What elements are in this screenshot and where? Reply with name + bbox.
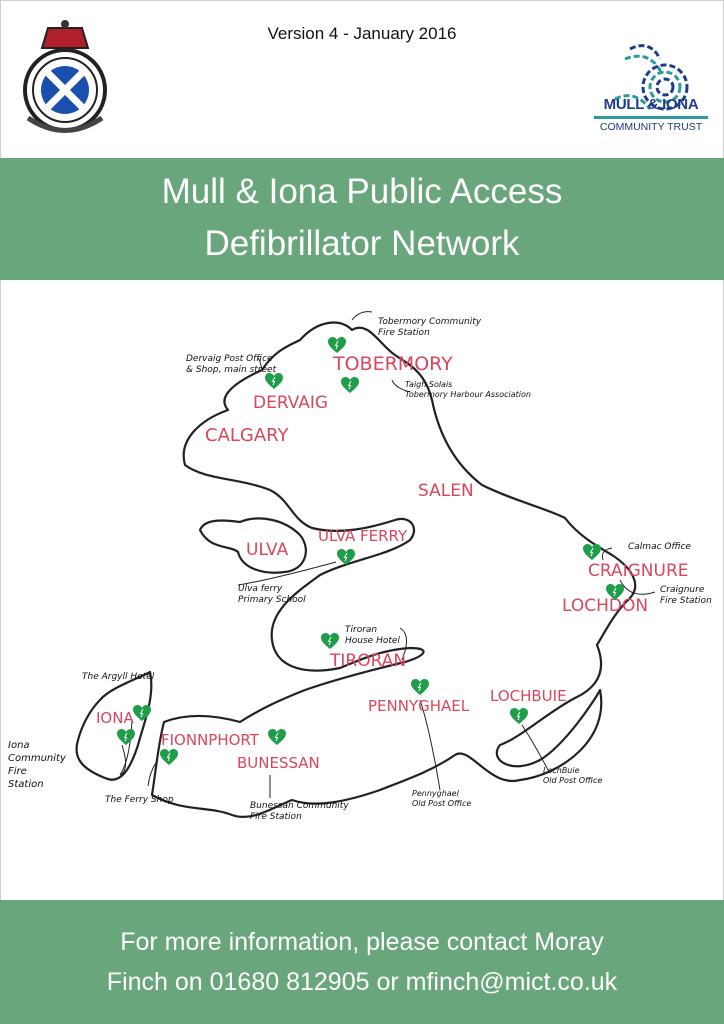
defibrillator-heart-icon xyxy=(411,679,429,696)
note-argyll-hotel: The Argyll Hotel xyxy=(82,672,155,682)
place-salen: SALEN xyxy=(418,481,474,501)
note-lochbuie-post-office: LochBuie Old Post Office xyxy=(543,766,603,785)
title-line-2: Defibrillator Network xyxy=(204,224,520,263)
defibrillator-heart-icon xyxy=(133,705,151,722)
place-calgary: CALGARY xyxy=(205,425,289,446)
defibrillator-heart-icon xyxy=(510,708,528,725)
note-pennyghael-post-office: Pennyghael Old Post Office xyxy=(412,789,472,808)
defibrillator-heart-icon xyxy=(117,729,135,746)
place-dervaig: DERVAIG xyxy=(253,393,329,413)
contact-line-1: For more information, please contact Mor… xyxy=(120,928,604,956)
note-ulva-ferry-school: Ulva ferry Primary School xyxy=(238,584,306,605)
place-lochdon: LOCHDON xyxy=(562,596,649,616)
contact-banner: For more information, please contact Mor… xyxy=(0,900,724,1024)
note-tiroran-house-hotel: Tiroran House Hotel xyxy=(345,625,400,646)
note-bunessan-fire-station: Bunessan Community Fire Station xyxy=(250,801,349,822)
place-iona: IONA xyxy=(96,709,134,727)
place-fionnphort: FIONNPHORT xyxy=(161,731,259,749)
defibrillator-heart-icon xyxy=(606,584,624,601)
scottish-ambulance-service-logo xyxy=(23,20,107,133)
mict-logo-title: MULL & IONA xyxy=(603,96,699,113)
iona-coastline xyxy=(75,670,153,781)
defibrillator-heart-icon xyxy=(583,544,601,561)
mict-logo-icon xyxy=(614,44,689,111)
mict-logo-rule xyxy=(594,116,708,119)
place-ulva-ferry: ULVA FERRY xyxy=(318,527,408,545)
defibrillator-heart-icon xyxy=(268,729,286,746)
place-lochbuie: LOCHBUIE xyxy=(490,687,567,705)
place-tobermory: TOBERMORY xyxy=(333,353,453,375)
place-tiroran: TIRORAN xyxy=(330,651,407,671)
note-ferry-shop: The Ferry Shop xyxy=(105,795,174,805)
note-craignure-fire-station: Craignure Fire Station xyxy=(660,585,712,606)
note-calmac-office: Calmac Office xyxy=(628,542,691,552)
title-banner: Mull & Iona Public Access Defibrillator … xyxy=(0,158,724,280)
title-line-1: Mull & Iona Public Access xyxy=(161,172,563,211)
place-craignure: CRAIGNURE xyxy=(588,561,689,581)
note-dervaig-post-office: Dervaig Post Office & Shop, main street xyxy=(186,354,277,375)
defibrillator-heart-icon xyxy=(265,373,283,390)
defibrillator-heart-icon xyxy=(328,337,346,354)
defibrillator-heart-icon xyxy=(337,549,355,566)
defibrillator-heart-icon xyxy=(341,377,359,394)
note-taigh-solais: Taigh Solais Tobermory Harbour Associati… xyxy=(405,380,531,399)
note-iona-fire-station: Iona Community Fire Station xyxy=(8,740,66,790)
mull-coastline xyxy=(150,321,637,818)
note-tobermory-fire-station: Tobermory Community Fire Station xyxy=(378,317,482,338)
place-bunessan: BUNESSAN xyxy=(237,754,320,772)
defibrillator-heart-icon xyxy=(321,633,339,650)
defibrillator-heart-icon xyxy=(160,749,178,766)
ulva-coastline xyxy=(198,517,307,574)
mict-logo-subtitle: COMMUNITY TRUST xyxy=(599,121,703,133)
place-pennyghael: PENNYGHAEL xyxy=(368,697,470,715)
contact-line-2: Finch on 01680 812905 or mfinch@mict.co.… xyxy=(106,968,618,996)
version-text: Version 4 - January 2016 xyxy=(267,24,457,43)
place-ulva: ULVA xyxy=(246,540,289,560)
